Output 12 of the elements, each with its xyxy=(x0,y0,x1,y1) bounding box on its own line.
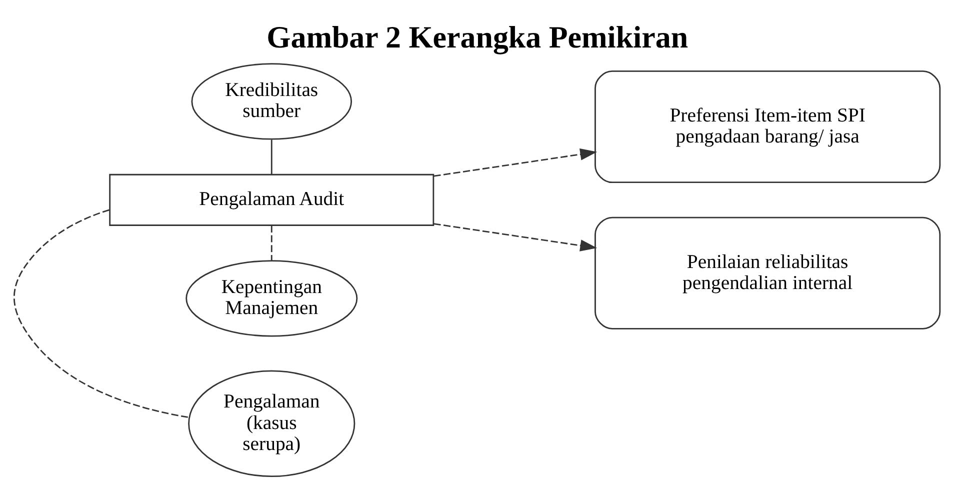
connector xyxy=(270,139,272,174)
node-ellipse: Kepentingan Manajemen xyxy=(186,260,358,336)
connector xyxy=(13,208,190,418)
arrow xyxy=(434,148,598,176)
node-ellipse: Kredibilitas sumber xyxy=(191,62,352,140)
node-box: Pengalaman Audit xyxy=(109,173,434,226)
node-box: Penilaian reliabilitas pengendalian internal xyxy=(594,216,941,329)
node-ellipse: Pengalaman (kasus serupa) xyxy=(188,370,356,477)
diagram-title: Gambar 2 Kerangka Pemikiran xyxy=(266,19,688,54)
arrow xyxy=(434,222,598,251)
node-box: Preferensi Item-item SPI pengadaan barang/ jasa xyxy=(594,70,941,183)
connector xyxy=(270,224,272,260)
